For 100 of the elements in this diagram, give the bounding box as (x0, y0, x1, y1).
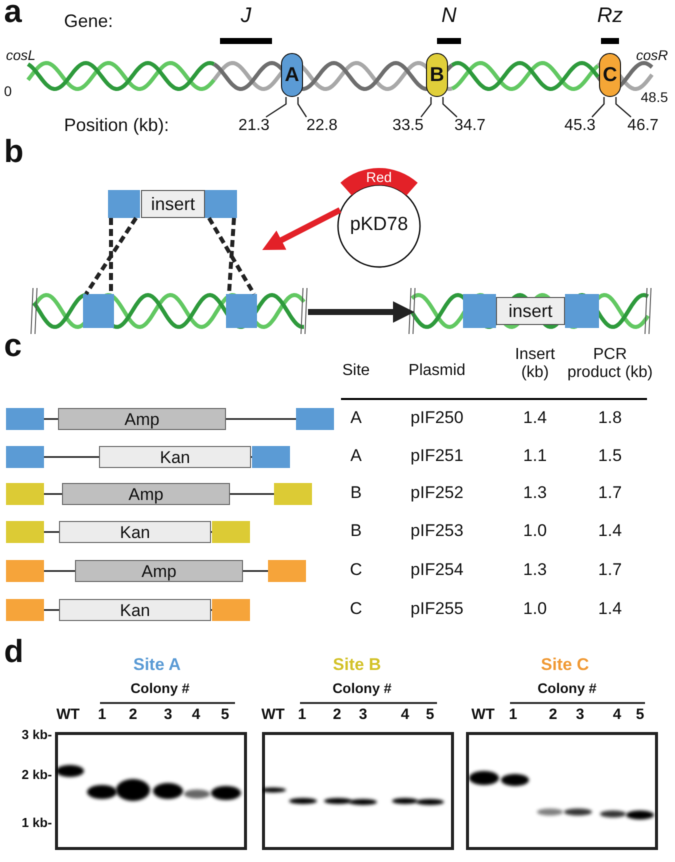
plasmid-name: pKD78 (350, 215, 408, 236)
homology-arm (83, 294, 114, 328)
table-entry: pIF251 (410, 447, 464, 466)
lane-label: 1 (298, 707, 306, 724)
lane-label: 5 (220, 707, 230, 724)
panel-letter: c (4, 328, 22, 364)
table-entry: 1.0 (523, 522, 547, 541)
lane-label: WT (261, 707, 285, 724)
column-header: PCR product (kb) (566, 346, 654, 382)
column-header: Insert (kb) (514, 346, 556, 382)
table-entry: pIF255 (410, 600, 464, 619)
position-number: 0 (4, 84, 12, 100)
lane-label: 5 (426, 707, 434, 724)
row-label: Position (kb): (64, 116, 170, 136)
leader-line (297, 97, 307, 118)
lane-label: WT (471, 707, 495, 724)
table-entry: 1.5 (598, 447, 622, 466)
site-marker: C (599, 53, 621, 97)
arrow (308, 301, 414, 323)
gene-name: Rz (597, 4, 623, 28)
table-entry: 1.0 (523, 600, 547, 619)
position-number: 33.5 (392, 117, 424, 135)
resistance-gene-box: Amp (58, 408, 226, 430)
lane-group-label: Colony # (332, 681, 392, 696)
site-title: Site B (332, 656, 382, 675)
lane-label: 5 (636, 707, 644, 724)
lane-label: 2 (332, 707, 342, 724)
table-entry: 1.8 (598, 409, 622, 428)
gene-name: N (441, 4, 457, 28)
crossover-line (109, 218, 113, 294)
resistance-gene-box: Amp (75, 560, 243, 582)
table-entry: A (350, 447, 362, 466)
table-entry: B (350, 522, 362, 541)
crossover-line (207, 216, 256, 296)
table-entry: 1.3 (523, 561, 547, 580)
position-number: 22.8 (306, 117, 338, 135)
column-header: Site (342, 362, 370, 380)
insert-box: insert (496, 297, 565, 325)
table-entry: 1.7 (598, 484, 622, 503)
position-number: 48.5 (640, 90, 668, 106)
table-entry: C (350, 561, 362, 580)
lane-label: 1 (98, 707, 106, 724)
table-entry: pIF250 (410, 409, 464, 428)
homology-arm (565, 294, 599, 328)
table-entry: 1.4 (598, 600, 622, 619)
homology-arm (205, 190, 237, 218)
resistance-gene-box: Amp (62, 483, 230, 505)
end-label: cosL (6, 48, 36, 64)
size-marker-label: 2 kb- (22, 768, 52, 782)
position-number: 45.3 (564, 117, 596, 135)
dna-segment (408, 286, 652, 336)
table-entry: pIF253 (410, 522, 464, 541)
table-entry: pIF254 (410, 561, 464, 580)
lane-group-label: Colony # (537, 681, 597, 696)
table-entry: pIF252 (410, 484, 464, 503)
leader-line (266, 97, 287, 118)
site-title: Site C (540, 656, 590, 675)
table-entry: 1.4 (598, 522, 622, 541)
lane-label: 2 (548, 707, 558, 724)
lane-label: 3 (164, 707, 172, 724)
lane-label: 2 (128, 707, 138, 724)
panel-letter: a (4, 0, 22, 30)
lane-label: 1 (508, 707, 518, 724)
site-marker: A (281, 53, 303, 97)
panel-letter: b (4, 134, 24, 170)
table-entry: 1.4 (523, 409, 547, 428)
lane-group-label: Colony # (130, 681, 190, 696)
table-entry: B (350, 484, 362, 503)
lane-label: 4 (612, 707, 622, 724)
crossover-line (84, 216, 138, 296)
position-number: 46.7 (627, 117, 659, 135)
dna-segment (30, 286, 308, 336)
homology-arm (463, 294, 496, 328)
size-marker-label: 3 kb- (22, 728, 52, 742)
leader-line (592, 97, 605, 118)
row-label: Gene: (64, 12, 114, 32)
lane-label: 3 (358, 707, 368, 724)
column-header: Plasmid (408, 362, 466, 380)
gene-name: J (240, 4, 252, 28)
table-entry: 1.3 (523, 484, 547, 503)
end-label: cosR (636, 48, 668, 64)
site-marker: B (426, 53, 448, 97)
resistance-gene-box: Kan (59, 599, 211, 621)
lane-label: 4 (192, 707, 200, 724)
leader-line (420, 97, 432, 118)
gene-label: Red (366, 170, 392, 186)
homology-arm (226, 294, 257, 328)
lane-label: WT (56, 707, 80, 724)
table-entry: 1.1 (523, 447, 547, 466)
site-title: Site A (133, 656, 181, 675)
table-entry: 1.7 (598, 561, 622, 580)
resistance-gene-box: Kan (99, 446, 251, 468)
table-entry: A (350, 409, 362, 428)
leader-line (442, 97, 458, 118)
homology-arm (108, 190, 140, 218)
arrow (262, 207, 342, 250)
leader-line (615, 97, 632, 118)
panel-letter: d (4, 634, 24, 670)
insert-box: insert (141, 190, 205, 218)
resistance-gene-box: Kan (59, 521, 211, 543)
